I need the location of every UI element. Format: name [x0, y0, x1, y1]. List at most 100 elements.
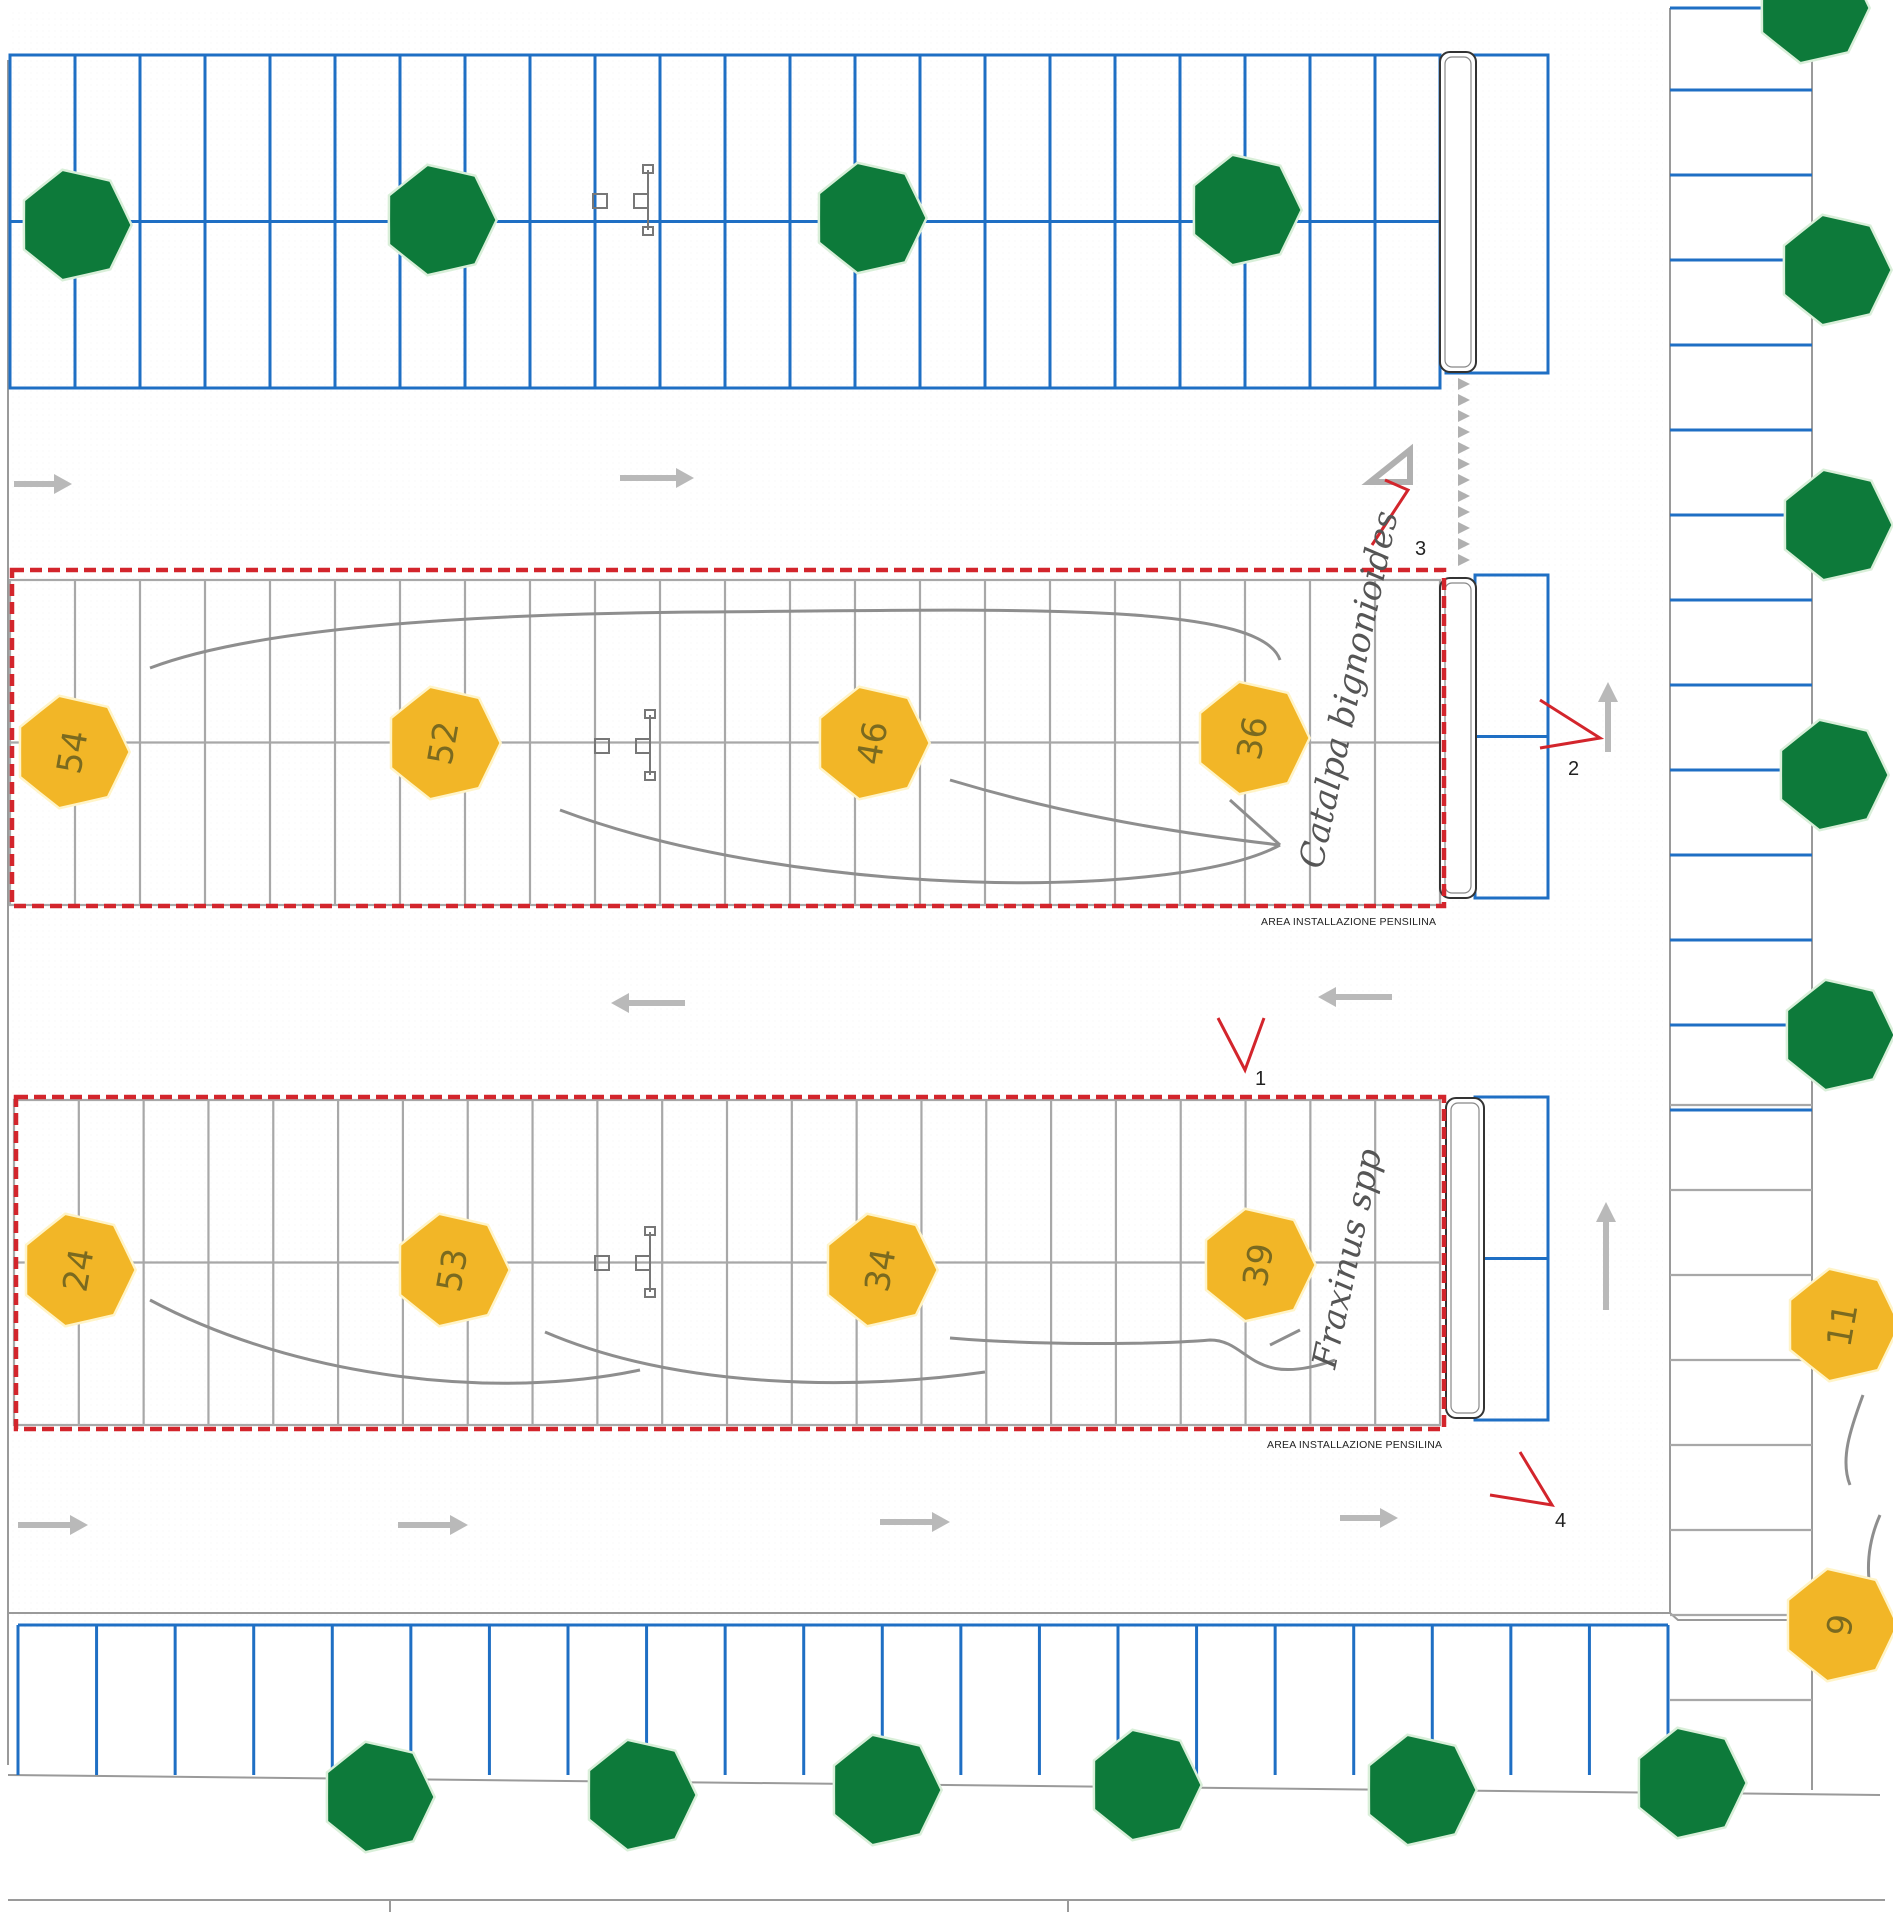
kerb-inner: [1444, 582, 1472, 894]
give-way-triangle: [1458, 426, 1470, 438]
arrow-shaft: [629, 1000, 685, 1006]
give-way-triangle: [1458, 442, 1470, 454]
section-mark-icon: [1216, 1017, 1266, 1074]
arrow-shaft: [18, 1522, 70, 1528]
arrow-shaft: [1336, 994, 1392, 1000]
light-post-icon: [594, 709, 656, 781]
kerb: [1439, 577, 1477, 899]
give-way-triangle: [1458, 522, 1470, 534]
installation-area: [13, 1094, 1447, 1432]
arrow-head: [70, 1515, 88, 1535]
tree-icon: [387, 163, 499, 277]
tree-icon: [1367, 1733, 1479, 1847]
existing-trees: [22, 0, 1893, 1854]
tree-icon: [1779, 718, 1891, 832]
arrow-shaft: [880, 1519, 932, 1525]
tree-icon: [1782, 213, 1893, 327]
arrow-icon: [14, 474, 72, 494]
pencil-arrow: [1228, 798, 1282, 847]
tree-number: 11: [1820, 1300, 1867, 1350]
pencil-arrow: [149, 608, 1282, 670]
give-way-triangle: [1458, 554, 1470, 566]
tree-icon: [1785, 978, 1893, 1092]
tree-icon: [1192, 153, 1304, 267]
section-mark-icon: [1370, 478, 1411, 546]
arrow-shaft: [1340, 1515, 1380, 1521]
arrow-icon: [18, 1515, 88, 1535]
arrow-icon: [611, 993, 685, 1013]
tree-icon: [24, 1212, 138, 1328]
pencil-arrow: [1844, 1394, 1865, 1486]
light-post-box: [594, 738, 610, 754]
light-post-top: [644, 1226, 656, 1236]
tree-icon: [22, 168, 134, 282]
tree-icon: [1786, 1567, 1893, 1683]
arrow-icon: [398, 1515, 468, 1535]
arrow-icon: [1318, 987, 1392, 1007]
arrow-head: [676, 468, 694, 488]
arrow-shaft: [620, 475, 676, 481]
kerbs: [592, 51, 1485, 1419]
section-mark-icon: [1489, 1451, 1555, 1507]
arrow-shaft: [14, 481, 54, 487]
tree-number: 52: [421, 718, 468, 768]
give-way-triangle: [1458, 506, 1470, 518]
section-mark-number: 3: [1415, 538, 1426, 560]
installation-area: [9, 567, 1447, 909]
kerb: [1445, 1097, 1485, 1419]
tree-icon: [1637, 1726, 1749, 1840]
arrow-head: [1380, 1508, 1398, 1528]
tree-icon: [325, 1740, 437, 1854]
pencil-arrow: [544, 1330, 986, 1385]
light-post-bottom: [642, 226, 654, 236]
arrow-head: [611, 993, 629, 1013]
arrow-icon: [1340, 1508, 1398, 1528]
stalls-bottom-blue: [16, 1623, 1670, 1775]
tree-icon: [18, 694, 132, 810]
arrow-shaft: [398, 1522, 450, 1528]
arrow-head: [1318, 987, 1336, 1007]
tree-icon: [832, 1733, 944, 1847]
kerb-inner: [1444, 56, 1472, 368]
section-mark-number: 2: [1568, 758, 1579, 780]
arrow-icon: [1596, 1202, 1616, 1310]
light-post-bottom: [644, 1288, 656, 1298]
pencil-arrow: [149, 1298, 641, 1385]
tree-icon: [389, 685, 503, 801]
arrow-head: [1598, 682, 1618, 702]
tree-number: 24: [56, 1245, 103, 1295]
tree-icon: [587, 1738, 699, 1852]
kerb-inner: [1450, 1102, 1480, 1414]
pencil-arrow: [559, 808, 1281, 885]
give-way-triangle: [1458, 490, 1470, 502]
arrow-icon: [620, 468, 694, 488]
light-post-box: [594, 1255, 610, 1271]
light-post-bottom: [644, 771, 656, 781]
give-way-triangle: [1458, 378, 1470, 390]
pencil-arrow: [949, 1336, 1336, 1372]
arrow-shaft: [1603, 1220, 1609, 1310]
pencil-arrow: [1269, 1328, 1301, 1347]
installation-areas: [9, 567, 1447, 1432]
give-way-triangle: [1458, 394, 1470, 406]
area-label-top: AREA INSTALLAZIONE PENSILINA: [1261, 916, 1436, 928]
arrow-head: [1596, 1202, 1616, 1222]
tree-icon: [1760, 0, 1872, 65]
area-label-bottom: AREA INSTALLAZIONE PENSILINA: [1267, 1439, 1442, 1451]
arrow-shaft: [1605, 700, 1611, 752]
arrow-icon: [1598, 682, 1618, 752]
light-post-box: [635, 738, 651, 754]
tree-icon: [817, 161, 929, 275]
arrow-head: [932, 1512, 950, 1532]
tree-number: 53: [430, 1245, 477, 1295]
tree-icon: [1788, 1267, 1893, 1383]
light-post-box: [633, 193, 649, 209]
tree-number: 46: [850, 718, 897, 768]
tree-icon: [398, 1212, 512, 1328]
light-post-icon: [592, 164, 654, 236]
pencil-arrow: [949, 778, 1281, 847]
arrow-head: [450, 1515, 468, 1535]
light-post-icon: [594, 1226, 656, 1298]
